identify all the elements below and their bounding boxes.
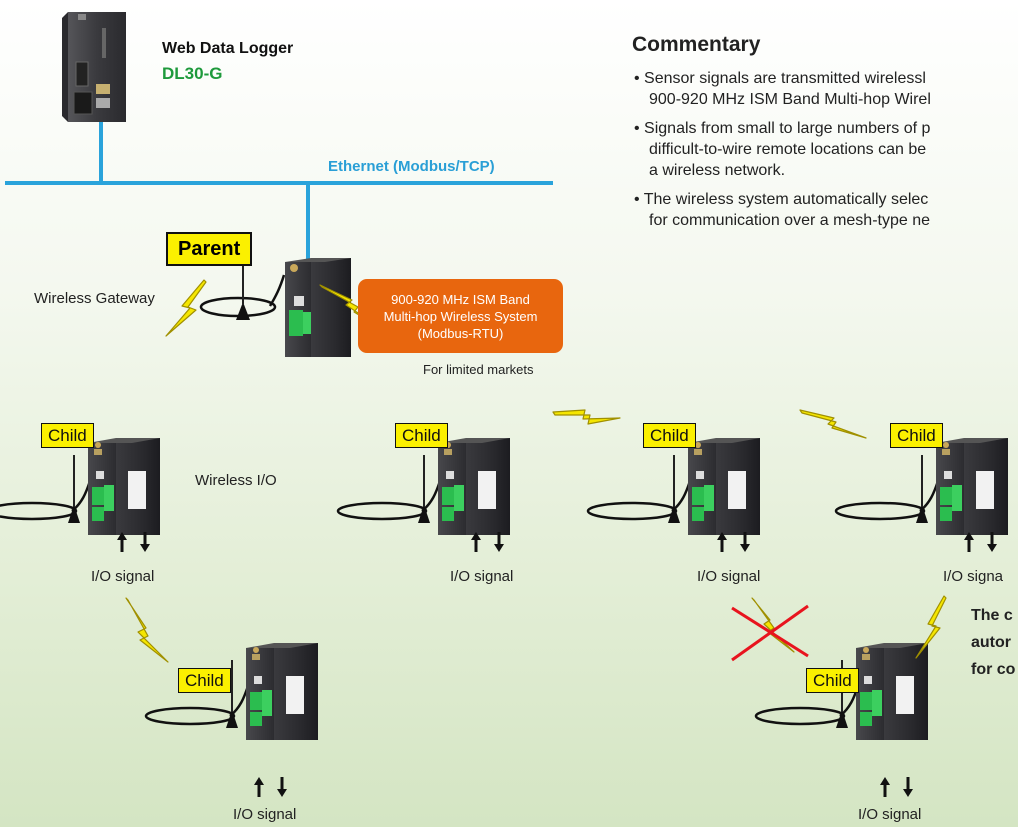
wireless-io-device-1 xyxy=(0,436,162,537)
note-line: The c xyxy=(971,607,1013,624)
wireless-system-box: 900-920 MHz ISM Band Multi-hop Wireless … xyxy=(358,279,563,353)
note-line: for co xyxy=(971,661,1016,678)
bullet-line: for communication over a mesh-type ne xyxy=(649,212,931,229)
io-arrows-icon xyxy=(964,532,997,552)
lightning-bolt-icon xyxy=(751,597,795,653)
commentary-bullet: • Sensor signals are transmitted wireles… xyxy=(634,68,931,110)
auto-select-note: The c autor for co xyxy=(971,602,1015,683)
wireless-system-line: (Modbus-RTU) xyxy=(417,325,504,341)
lightning-bolt-icon xyxy=(799,409,867,439)
data-logger-device xyxy=(62,12,126,122)
parent-tag: Parent xyxy=(166,232,253,266)
io-signal-label: I/O signal xyxy=(233,806,297,823)
io-signal-label: I/O signa xyxy=(943,568,1004,585)
child-tag: Child xyxy=(41,423,94,448)
gateway-device xyxy=(199,250,351,357)
child-tag: Child xyxy=(806,668,859,693)
ethernet-label: Ethernet (Modbus/TCP) xyxy=(328,158,495,175)
lightning-bolt-icon xyxy=(552,409,621,425)
io-arrows-icon xyxy=(880,777,913,797)
io-signal-label: I/O signal xyxy=(858,806,922,823)
lightning-bolt-icon xyxy=(165,279,207,337)
commentary-bullet: • Signals from small to large numbers of… xyxy=(634,118,931,181)
lightning-bolt-icon xyxy=(915,595,947,659)
wireless-io-device-5 xyxy=(144,641,320,742)
bullet-line: • Sensor signals are transmitted wireles… xyxy=(634,70,926,87)
wireless-io-device-3 xyxy=(586,436,762,537)
bullet-line: • The wireless system automatically sele… xyxy=(634,191,929,208)
bullet-line: 900-920 MHz ISM Band Multi-hop Wirel xyxy=(649,91,931,108)
wireless-system-line: Multi-hop Wireless System xyxy=(383,308,538,324)
commentary-bullets: • Sensor signals are transmitted wireles… xyxy=(634,68,931,231)
logger-model: DL30-G xyxy=(162,64,223,83)
io-arrows-icon xyxy=(254,777,287,797)
child-tag: Child xyxy=(395,423,448,448)
bullet-line: • Signals from small to large numbers of… xyxy=(634,120,931,137)
io-arrows-icon xyxy=(717,532,750,552)
io-arrows-icon xyxy=(117,532,150,552)
child-tag: Child xyxy=(890,423,943,448)
logger-title: Web Data Logger xyxy=(162,40,294,57)
wireless-io-device-4 xyxy=(834,436,1010,537)
child-tag: Child xyxy=(178,668,231,693)
child-tag: Child xyxy=(643,423,696,448)
io-arrows xyxy=(117,532,997,797)
bullet-line: a wireless network. xyxy=(649,162,786,179)
wireless-io-device-2 xyxy=(336,436,512,537)
io-arrows-icon xyxy=(471,532,504,552)
blocked-link-cross-icon xyxy=(731,604,809,662)
io-signal-label: I/O signal xyxy=(697,568,761,585)
bullet-line: difficult-to-wire remote locations can b… xyxy=(649,141,927,158)
note-line: autor xyxy=(971,634,1011,651)
commentary-title: Commentary xyxy=(632,33,761,56)
limited-markets-note: For limited markets xyxy=(423,362,534,377)
io-signal-label: I/O signal xyxy=(91,568,155,585)
io-signal-label: I/O signal xyxy=(450,568,514,585)
commentary-bullet: • The wireless system automatically sele… xyxy=(634,189,931,231)
lightning-bolt-icon xyxy=(125,597,169,663)
gateway-label: Wireless Gateway xyxy=(34,290,155,307)
wireless-io-label: Wireless I/O xyxy=(195,472,277,489)
wireless-system-line: 900-920 MHz ISM Band xyxy=(391,291,530,307)
